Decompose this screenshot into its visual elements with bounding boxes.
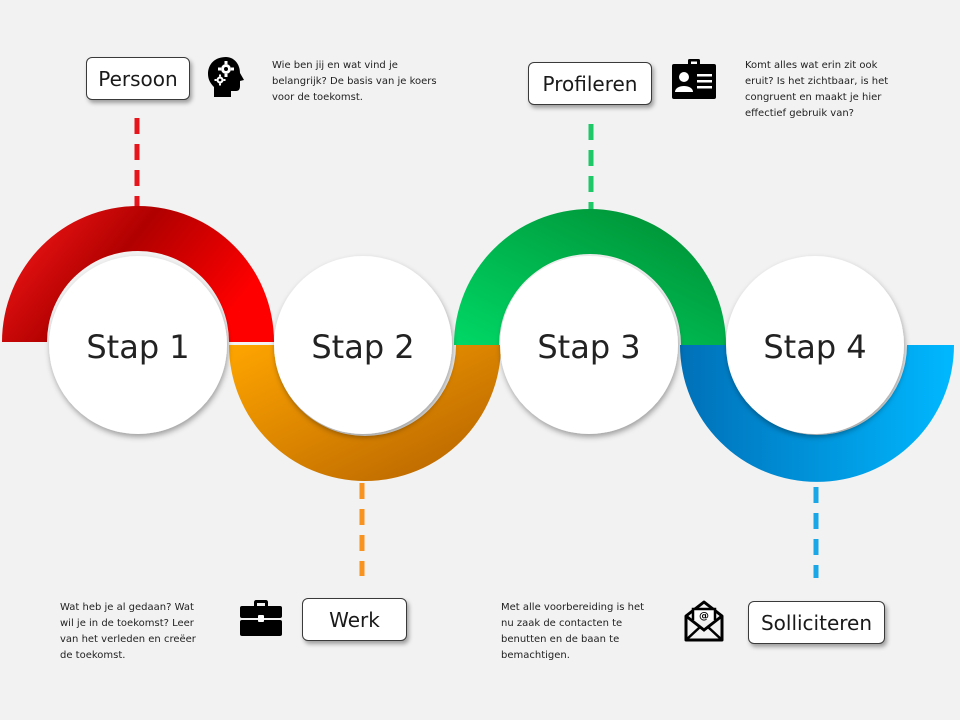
desc-profileren: Komt alles wat erin zit ook eruit? Is he…	[745, 60, 889, 119]
desc-werk: Wat heb je al gedaan? Wat wil je in de t…	[60, 602, 196, 661]
circle-stap-4	[726, 256, 904, 434]
circle-label-stap-1: Stap 1	[86, 328, 189, 366]
label-werk: Werk	[302, 598, 407, 641]
label-persoon: Persoon	[86, 57, 190, 100]
circle-stap-2	[274, 256, 452, 434]
circle-stap-1	[49, 256, 227, 434]
head-gears-icon	[208, 57, 244, 97]
arc-stap-2	[229, 345, 501, 481]
circle-stap-3	[500, 256, 678, 434]
label-solliciteren: Solliciteren	[748, 601, 885, 644]
briefcase-icon	[240, 600, 282, 636]
arc-stap-3	[454, 209, 726, 345]
label-profileren: Profileren	[528, 62, 652, 105]
email-envelope-icon: @	[684, 600, 724, 642]
circle-label-stap-4: Stap 4	[763, 328, 866, 366]
circle-label-stap-3: Stap 3	[537, 328, 640, 366]
arc-stap-1	[2, 206, 274, 342]
desc-solliciteren: Met alle voorbereiding is het nu zaak de…	[501, 602, 645, 661]
svg-text:@: @	[699, 611, 709, 622]
arc-stap-4	[680, 345, 954, 482]
circle-label-stap-2: Stap 2	[311, 328, 414, 366]
desc-persoon: Wie ben jij en wat vind je belangrijk? D…	[272, 60, 437, 103]
id-card-icon	[672, 59, 716, 99]
